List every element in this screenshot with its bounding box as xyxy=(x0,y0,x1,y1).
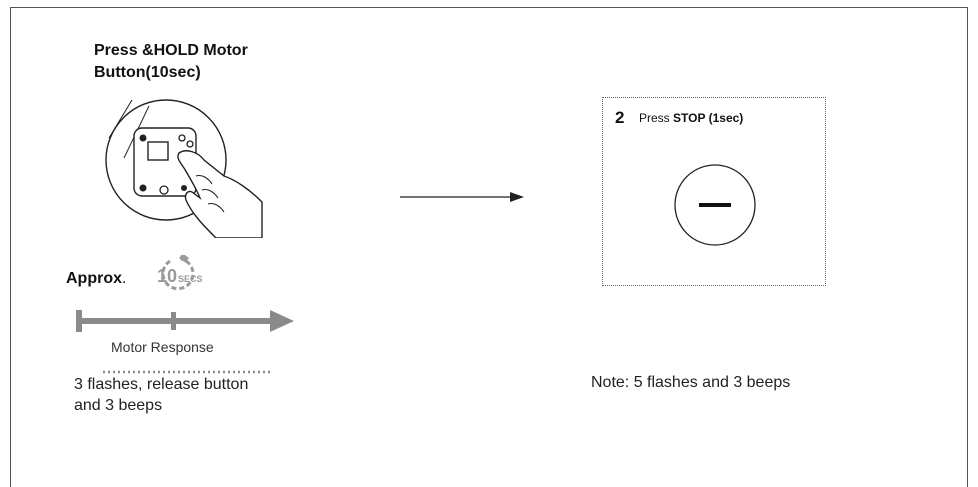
step-title: Press &HOLD Motor Button(10sec) xyxy=(94,42,248,81)
right-arrow-icon xyxy=(400,190,526,204)
step-instruction: Press STOP (1sec) xyxy=(639,111,744,125)
note-text: Note: 5 flashes and 3 beeps xyxy=(591,374,791,391)
stop-step-box: 2 Press STOP (1sec) xyxy=(602,97,826,286)
approx-label: Approx. xyxy=(66,270,127,287)
diagram-frame xyxy=(10,7,968,487)
result-text: 3 flashes, release button and 3 beeps xyxy=(74,376,249,414)
step-number: 2 xyxy=(615,108,625,127)
motor-response-label: Motor Response xyxy=(111,339,214,355)
timeline-arrow xyxy=(70,306,302,336)
stop-button-icon xyxy=(673,163,757,247)
dotted-divider xyxy=(103,361,271,374)
timer-number: 10 xyxy=(157,266,177,286)
stopwatch-icon: 10 SECS xyxy=(150,253,222,295)
timer-unit: SECS xyxy=(178,274,203,284)
hand-pressing-motor-button-icon xyxy=(104,98,264,239)
